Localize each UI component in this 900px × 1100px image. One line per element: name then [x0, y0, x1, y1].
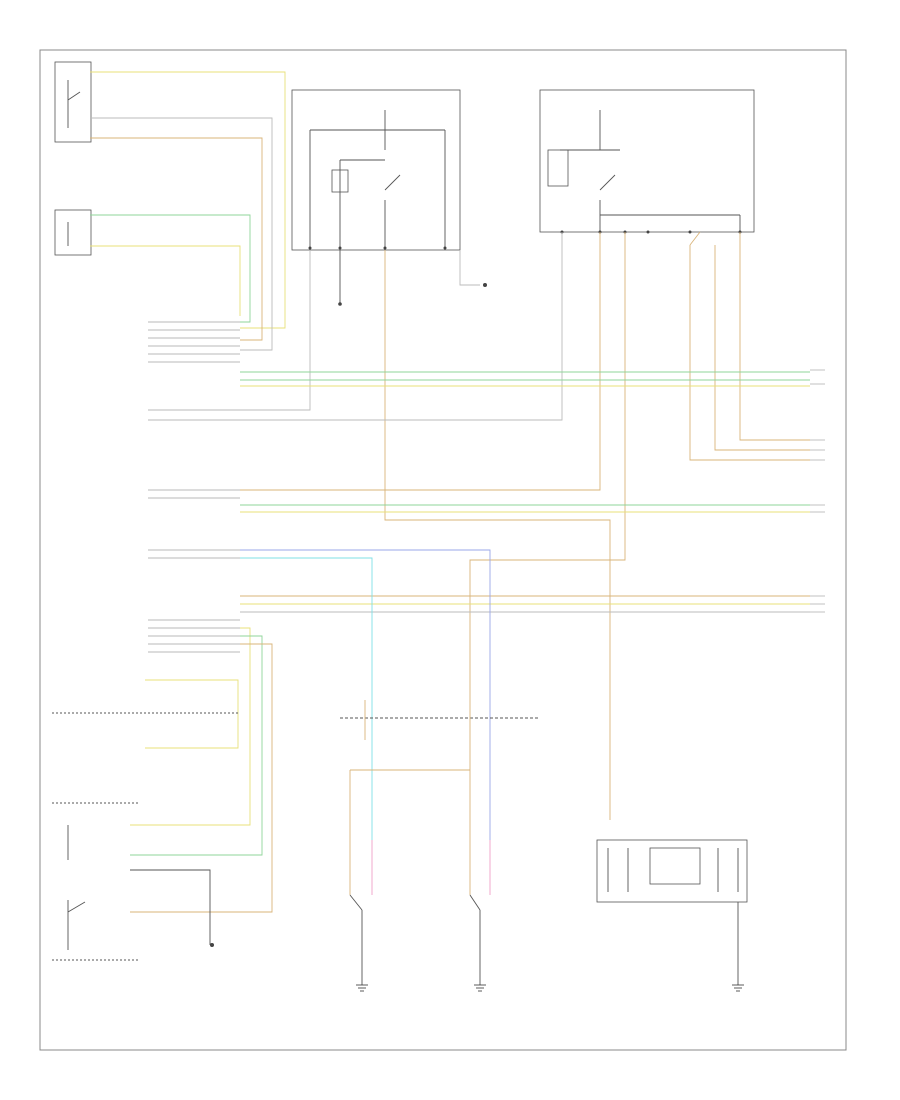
wire-yellow-mid	[90, 245, 241, 316]
wire-tan-top	[90, 137, 263, 341]
left-lower-switch-2	[52, 825, 140, 961]
lower-right-module	[596, 839, 748, 992]
ground-point-top	[483, 283, 487, 287]
connector-c1-pins	[148, 321, 240, 653]
wire-dark-lower	[130, 869, 211, 945]
wire-center-grey	[240, 250, 311, 411]
wire-yellow-top	[90, 71, 286, 329]
wire-right-tan-2	[469, 232, 626, 690]
ground-point-left	[210, 943, 214, 947]
wire-right-tan-4	[714, 245, 810, 451]
wire-yellow-lower	[130, 627, 251, 826]
wire-right-tan-5	[739, 232, 810, 441]
lamp-left	[340, 700, 540, 992]
wire-right-tan-6	[689, 231, 701, 246]
wire-grey-top	[90, 117, 273, 351]
center-ground-symbol	[338, 300, 342, 306]
diagram-border	[39, 49, 847, 1051]
wire-center-grey-2	[459, 250, 480, 286]
wire-tan-lower	[130, 643, 273, 913]
wire-cyan	[240, 557, 373, 840]
left-lamp-block	[54, 209, 92, 256]
wire-blue	[240, 549, 491, 840]
wire-green-mid	[90, 214, 251, 323]
lamp-right	[469, 690, 491, 992]
wire-center-tan	[384, 250, 611, 820]
wire-green-lower	[130, 635, 263, 856]
top-left-switch	[54, 61, 92, 143]
center-relay-box	[291, 89, 461, 251]
wire-right-tan-1	[240, 232, 601, 491]
right-edge-terminals	[810, 369, 825, 613]
left-lower-switch-1	[52, 679, 239, 804]
wire-right-tan-3	[689, 245, 810, 461]
wire-right-grey	[240, 232, 563, 421]
right-relay-box	[539, 89, 755, 234]
